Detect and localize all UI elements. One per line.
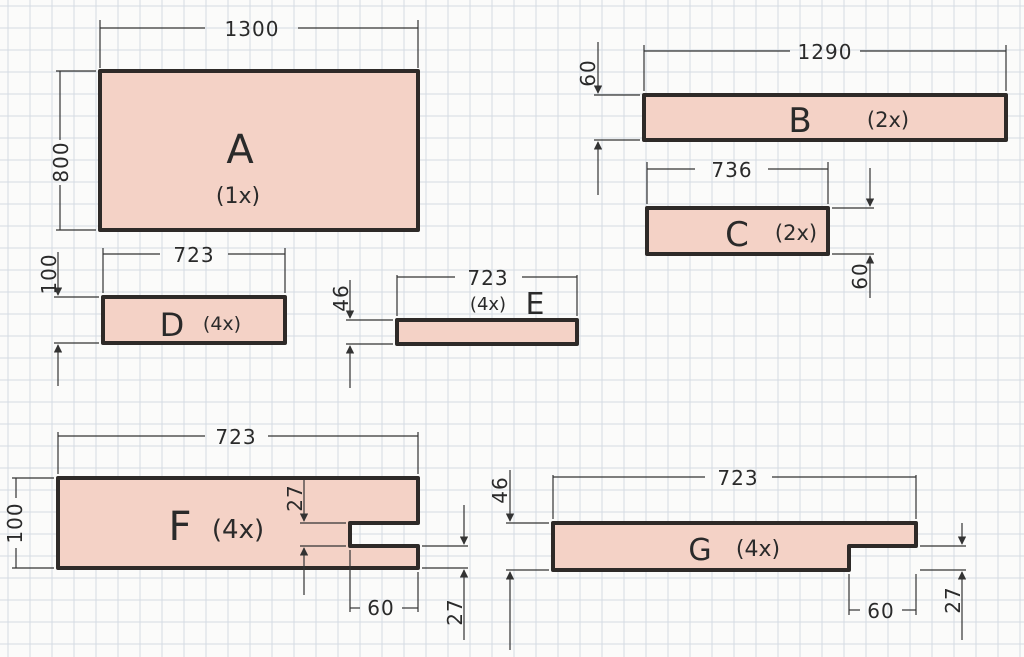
part-e: 723 46 (4x) E [329, 266, 579, 388]
part-g-letter: G [688, 533, 711, 568]
part-b-quantity: (2x) [867, 108, 909, 132]
part-e-height-label: 46 [329, 284, 353, 311]
part-f-notch-height-top-label: 27 [283, 484, 307, 511]
part-c-length-label: 736 [711, 158, 752, 182]
part-f-notch-length-label: 60 [367, 596, 394, 620]
part-d-quantity: (4x) [203, 313, 241, 335]
part-d-letter: D [160, 306, 185, 344]
part-a-board [98, 69, 420, 232]
part-f-quantity: (4x) [212, 515, 264, 545]
part-c-quantity: (2x) [775, 221, 817, 245]
part-f: 723 100 27 27 60 F (4x) [3, 425, 469, 640]
part-g-board [551, 521, 918, 572]
part-d-board [101, 295, 287, 345]
part-c-board [645, 206, 830, 256]
part-a-quantity: (1x) [216, 184, 260, 209]
part-e-length-label: 723 [467, 266, 508, 290]
part-g: 723 46 27 60 G (4x) [488, 466, 967, 650]
part-d-length-label: 723 [173, 243, 214, 267]
part-g-notch-height-label: 27 [941, 586, 965, 613]
part-b-height-label: 60 [576, 59, 600, 86]
part-b-letter: B [788, 101, 811, 141]
part-c: 736 60 C (2x) [645, 158, 875, 298]
part-g-length-label: 723 [717, 466, 758, 490]
part-d-height-label: 100 [37, 253, 61, 294]
part-g-height-label: 46 [488, 476, 512, 503]
part-a-letter: A [226, 127, 254, 173]
part-b-board [642, 93, 1008, 142]
part-e-letter: E [526, 287, 545, 322]
part-b: 1290 60 B (2x) [576, 40, 1008, 195]
part-a-length-label: 1300 [225, 17, 280, 41]
part-d: 723 100 D (4x) [37, 243, 287, 386]
part-g-quantity: (4x) [736, 537, 780, 562]
part-e-board [395, 318, 579, 346]
part-c-height-label: 60 [848, 262, 872, 289]
part-f-length-label: 723 [215, 425, 256, 449]
part-a-height-label: 800 [49, 141, 73, 182]
part-b-length-label: 1290 [798, 40, 853, 64]
part-a: 1300 800 A (1x) [49, 17, 420, 232]
part-e-quantity: (4x) [470, 294, 506, 315]
part-c-letter: C [725, 215, 749, 255]
part-f-height-label: 100 [3, 502, 27, 543]
part-g-notch-length-label: 60 [867, 599, 894, 623]
part-f-notch-height-bottom-label: 27 [443, 598, 467, 625]
part-f-letter: F [168, 504, 191, 550]
